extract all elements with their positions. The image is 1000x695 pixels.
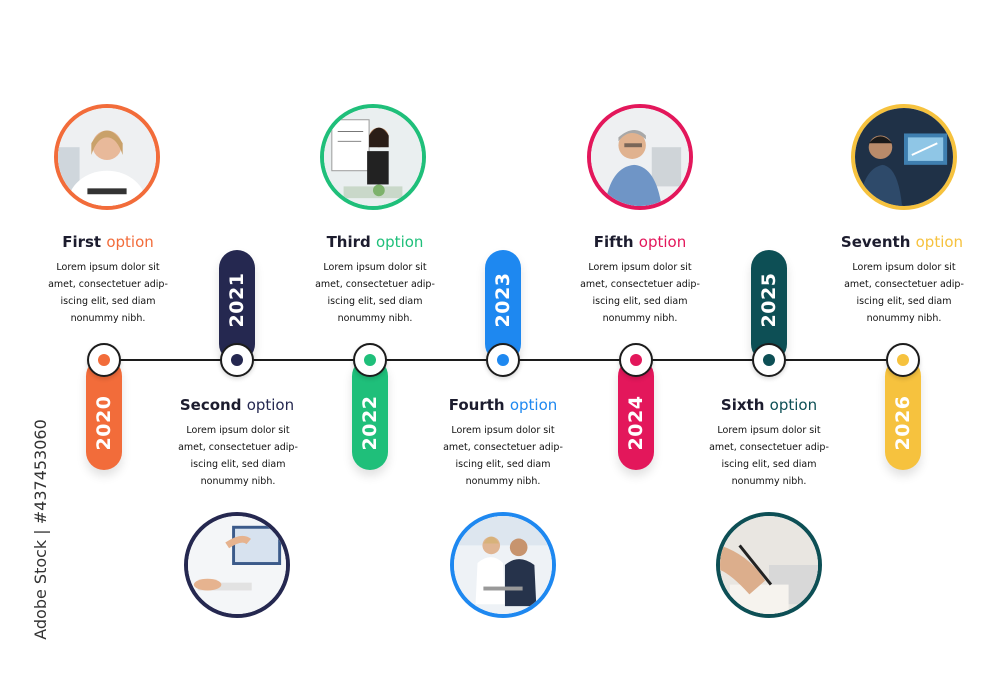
- photo-second: [184, 512, 290, 618]
- title-seventh: Seventh option: [840, 233, 964, 251]
- title-fifth: Fifth option: [593, 233, 687, 251]
- photo-first: [54, 104, 160, 210]
- timeline-node-fourth: [486, 343, 520, 377]
- timeline-node-seventh: [886, 343, 920, 377]
- timeline-node-sixth: [752, 343, 786, 377]
- node-dot: [763, 354, 775, 366]
- photo-sixth: [716, 512, 822, 618]
- title-third: Third option: [326, 233, 424, 251]
- node-dot: [497, 354, 509, 366]
- stock-watermark: Adobe Stock | #437453060: [30, 419, 50, 640]
- node-dot: [897, 354, 909, 366]
- node-dot: [364, 354, 376, 366]
- node-dot: [98, 354, 110, 366]
- title-second: Second option: [179, 396, 295, 414]
- title-sixth: Sixth option: [720, 396, 818, 414]
- timeline-node-first: [87, 343, 121, 377]
- photo-third: [320, 104, 426, 210]
- node-dot: [231, 354, 243, 366]
- photo-fifth: [587, 104, 693, 210]
- title-first: First option: [62, 233, 154, 251]
- photo-fourth: [450, 512, 556, 618]
- node-dot: [630, 354, 642, 366]
- timeline-node-fifth: [619, 343, 653, 377]
- title-fourth: Fourth option: [448, 396, 558, 414]
- timeline-node-third: [353, 343, 387, 377]
- timeline-node-second: [220, 343, 254, 377]
- photo-seventh: [851, 104, 957, 210]
